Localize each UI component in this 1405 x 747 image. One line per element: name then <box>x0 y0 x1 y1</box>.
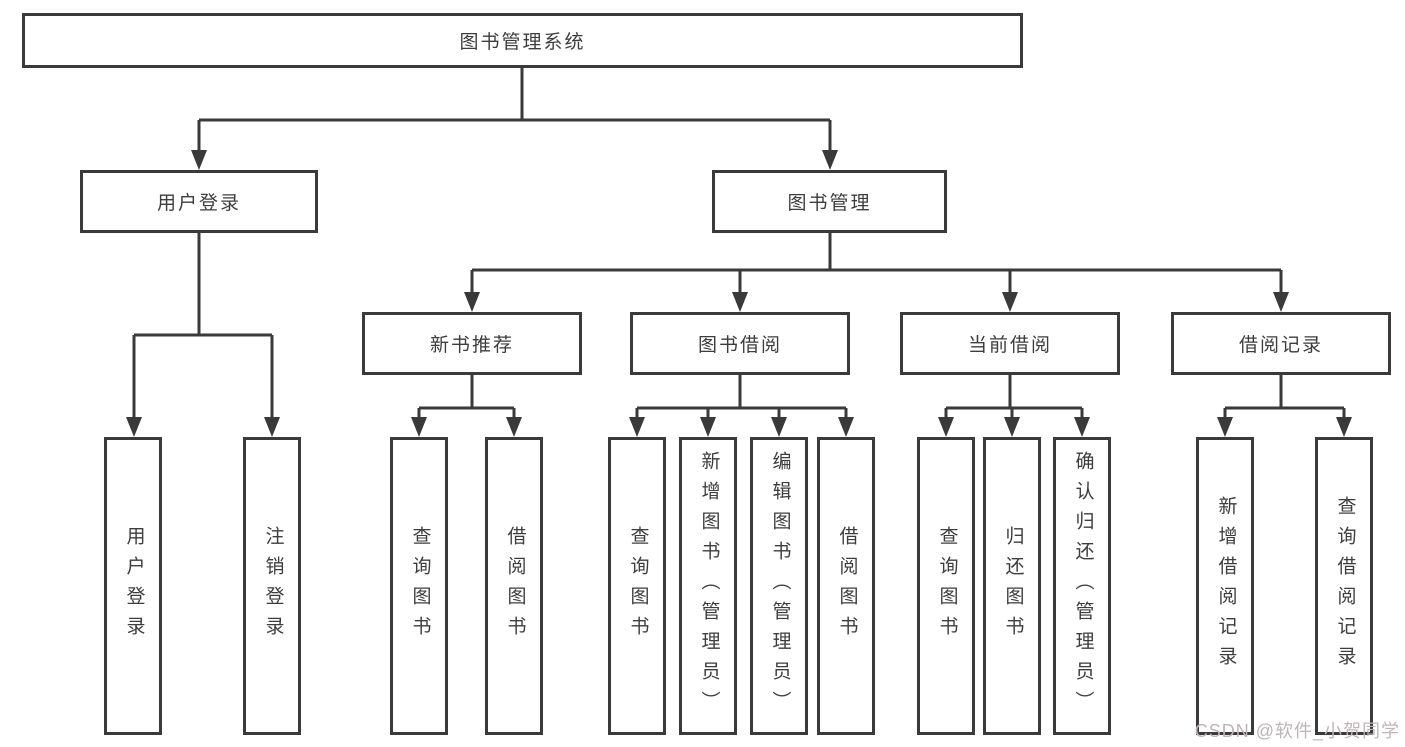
node-borrowing-records: 借阅记录 <box>1171 312 1391 375</box>
node-label: 借阅图书 <box>504 526 526 646</box>
node-label: 注销登录 <box>262 526 284 646</box>
node-label: 查询图书 <box>409 526 431 646</box>
leaf-borrow-books-borrowing: 借阅图书 <box>817 437 875 735</box>
node-label: 新增图书（管理员） <box>698 451 720 721</box>
connector-group-current-borrowing <box>938 375 1090 437</box>
node-label: 图书管理 <box>787 193 872 214</box>
connector-group-book-borrowing <box>629 375 854 437</box>
node-label: 新增借阅记录 <box>1215 496 1237 676</box>
node-label: 用户登录 <box>156 193 241 214</box>
leaf-borrow-books-recommend: 借阅图书 <box>485 437 543 735</box>
leaf-query-books-recommend: 查询图书 <box>390 437 448 735</box>
connector-group-root <box>191 68 838 170</box>
node-book-management: 图书管理 <box>712 170 947 233</box>
node-label: 归还图书 <box>1002 526 1024 646</box>
node-label: 确认归还（管理员） <box>1072 451 1094 721</box>
csdn-watermark: CSDN @软件_小贺同学 <box>1194 721 1400 741</box>
node-label: 借阅记录 <box>1238 335 1323 356</box>
node-label: 查询图书 <box>627 526 649 646</box>
node-library-management-system: 图书管理系统 <box>22 13 1023 68</box>
node-label: 新书推荐 <box>429 335 514 356</box>
leaf-query-books-current: 查询图书 <box>917 437 975 735</box>
connector-group-new-book <box>411 375 522 437</box>
node-user-login: 用户登录 <box>80 170 318 233</box>
node-label: 借阅图书 <box>836 526 858 646</box>
leaf-user-login: 用户登录 <box>104 437 162 735</box>
leaf-logout: 注销登录 <box>243 437 301 735</box>
leaf-return-books: 归还图书 <box>983 437 1041 735</box>
node-label: 图书管理系统 <box>459 32 586 53</box>
node-current-borrowing: 当前借阅 <box>900 312 1120 375</box>
leaf-confirm-return-admin: 确认归还（管理员） <box>1053 437 1111 735</box>
connector-group-book-management <box>464 233 1289 312</box>
node-label: 查询借阅记录 <box>1334 496 1356 676</box>
leaf-edit-books-admin: 编辑图书（管理员） <box>750 437 808 735</box>
leaf-add-borrow-record: 新增借阅记录 <box>1196 437 1254 735</box>
node-label: 查询图书 <box>936 526 958 646</box>
node-label: 编辑图书（管理员） <box>769 451 791 721</box>
leaf-query-books-borrowing: 查询图书 <box>608 437 666 735</box>
leaf-add-books-admin: 新增图书（管理员） <box>679 437 737 735</box>
node-label: 当前借阅 <box>967 335 1052 356</box>
node-label: 用户登录 <box>123 526 145 646</box>
leaf-query-borrow-record: 查询借阅记录 <box>1315 437 1373 735</box>
node-book-borrowing: 图书借阅 <box>630 312 850 375</box>
node-label: 图书借阅 <box>697 335 782 356</box>
connector-group-user-login <box>126 233 280 437</box>
node-new-book-recommendation: 新书推荐 <box>362 312 582 375</box>
connector-group-borrowing-records <box>1217 375 1352 437</box>
